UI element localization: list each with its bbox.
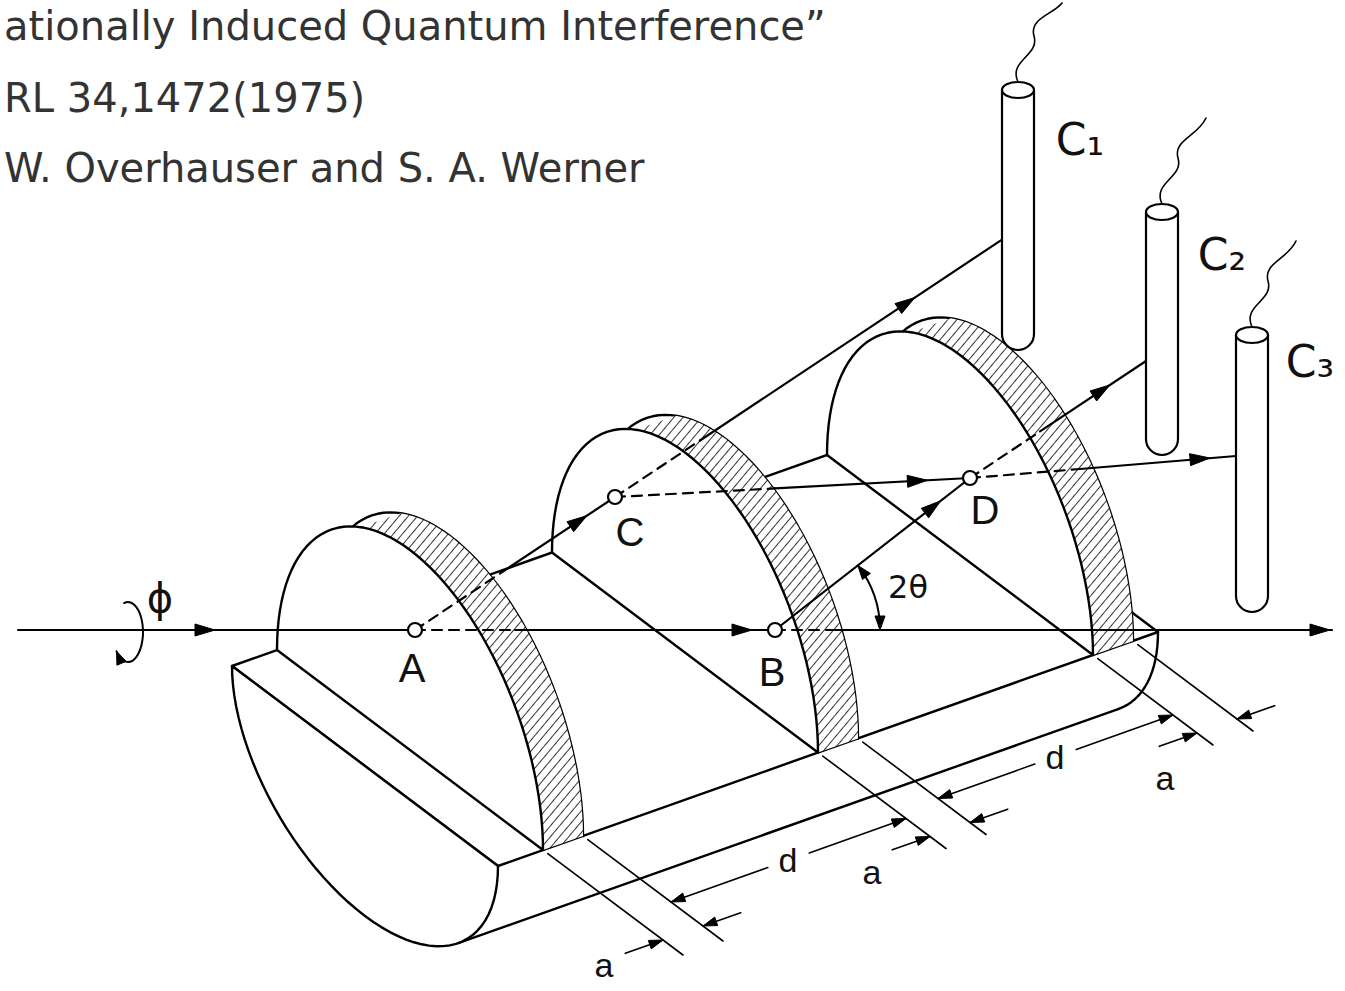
neutron-beam (775, 478, 970, 630)
angle-arrowhead (858, 565, 871, 579)
scattering-point (408, 623, 422, 637)
citation: RL 34,1472(1975) (4, 78, 365, 118)
neutron-beam (18, 629, 415, 631)
interferometer-crystal (232, 317, 1158, 946)
dimension-arrowhead (1158, 715, 1173, 724)
detector-label: C₂ (1198, 233, 1246, 277)
beam-arrowhead (732, 624, 752, 636)
dimension-line (671, 868, 768, 902)
hidden-path (415, 570, 505, 630)
dimension-line (1159, 733, 1197, 746)
dimension-arrowhead (915, 837, 930, 846)
neutron-beam (1040, 361, 1146, 431)
scattering-point (768, 623, 782, 637)
scattering-point (963, 471, 977, 485)
point-label: C (616, 512, 645, 552)
beam-arrowhead (1190, 454, 1210, 466)
point-label: A (399, 648, 426, 688)
dimension-label: a (595, 948, 614, 982)
beam-arrowhead (1090, 385, 1110, 401)
neutron-beam (700, 240, 1002, 441)
dimension-arrowhead (938, 790, 953, 799)
hidden-path (415, 629, 515, 631)
blade-front-face (827, 331, 1093, 655)
dimension-label: d (775, 843, 802, 877)
extension-line (1098, 659, 1213, 745)
detector-label: C₁ (1056, 118, 1104, 162)
authors: W. Overhauser and S. A. Werner (4, 148, 645, 188)
angle-arrowhead (875, 616, 885, 630)
dimension-line (1237, 706, 1275, 719)
detector-tube (1002, 90, 1034, 350)
detector-wire (1016, 3, 1062, 82)
neutron-beam (775, 478, 970, 488)
scattering-point (608, 490, 622, 504)
dimension-label: a (1156, 761, 1175, 795)
detector-wire (1250, 241, 1296, 327)
dimension-line (1076, 715, 1173, 749)
dimension-label: d (1042, 740, 1069, 774)
point-label: D (971, 490, 1000, 530)
beam-arrowhead (921, 501, 940, 518)
angle-label: 2θ (888, 571, 928, 603)
paper-title: ationally Induced Quantum Interference” (4, 6, 826, 46)
extension-line (1138, 645, 1253, 731)
hidden-path (615, 440, 700, 497)
hidden-path (615, 488, 775, 497)
dimension-line (703, 913, 741, 926)
hidden-path (775, 629, 830, 631)
dimension-arrowhead (703, 917, 718, 926)
beam-arrowhead (1310, 624, 1330, 636)
dimension-arrowhead (970, 814, 985, 823)
dimension-line (625, 940, 663, 953)
detector-top (1002, 82, 1034, 98)
dimension-arrowhead (1182, 733, 1197, 742)
dimension-arrowhead (1237, 710, 1252, 719)
extension-line (548, 854, 683, 955)
detector-tube (1146, 212, 1178, 455)
detector-tube (1236, 335, 1268, 612)
dimension-line (970, 809, 1008, 822)
blade-front-face (552, 429, 818, 753)
neutron-beam (1080, 456, 1236, 469)
dimension-label: a (863, 855, 882, 889)
neutron-paths (18, 240, 1332, 666)
detector-wire (1160, 118, 1206, 204)
detector-top (1146, 204, 1178, 220)
hidden-path (970, 431, 1040, 478)
beam-arrowhead (895, 298, 915, 314)
dimension-arrowhead (671, 893, 686, 902)
rotation-arrow (117, 602, 143, 662)
detector-label: C₃ (1286, 340, 1334, 384)
neutron-beam (505, 497, 615, 570)
beam-arrowhead (567, 516, 587, 532)
beam-arrowhead (907, 475, 927, 487)
point-label: B (759, 652, 786, 692)
detector-top (1236, 327, 1268, 343)
dimension-arrowhead (891, 819, 906, 828)
dimension-line (938, 764, 1035, 798)
dimension-arrowhead (648, 940, 663, 949)
extension-line (823, 756, 946, 848)
hidden-path (970, 469, 1080, 478)
neutron-beam (830, 629, 1332, 631)
dimension-line (809, 819, 906, 853)
rotation-arrowhead (117, 651, 127, 665)
rotation-angle: ϕ (147, 578, 173, 618)
dimension-line (892, 837, 930, 850)
blade-front-face (277, 526, 543, 850)
dimensions (548, 645, 1275, 955)
beam-arrowhead (195, 624, 215, 636)
detectors (1002, 3, 1296, 612)
